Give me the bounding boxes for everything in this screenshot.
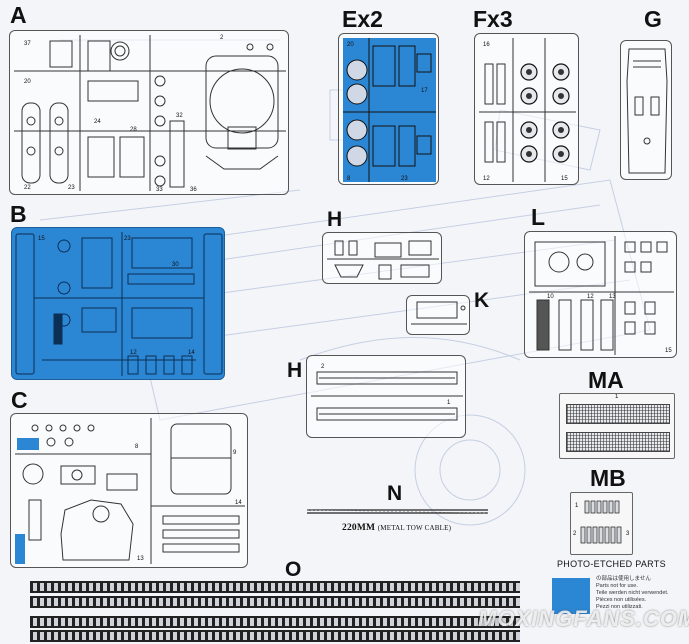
svg-text:33: 33 [156, 187, 163, 193]
svg-text:12: 12 [483, 176, 490, 182]
sprue-label-o: O [285, 558, 302, 581]
sprue-label-b: B [10, 201, 27, 227]
track-run-4 [30, 630, 520, 642]
svg-text:28: 28 [130, 127, 137, 133]
svg-text:20: 20 [347, 42, 354, 48]
sprue-h-bottom-parts: 21 [311, 364, 463, 421]
sprue-a-parts: 37 20 23 22 24 28 32 33 36 2 [14, 35, 286, 193]
svg-text:14: 14 [188, 350, 195, 356]
svg-text:23: 23 [401, 176, 408, 182]
svg-text:15: 15 [561, 176, 568, 182]
track-run-3 [30, 616, 520, 628]
svg-text:9: 9 [233, 450, 237, 456]
sprue-b-parts: 15 23 30 12 14 [15, 232, 223, 376]
svg-text:12: 12 [130, 350, 137, 356]
sprue-g [620, 40, 672, 180]
sprue-c-parts: 8 9 14 13 [15, 418, 245, 564]
svg-text:23: 23 [68, 185, 75, 191]
photo-etched-mb: 1 2 3 [570, 492, 633, 555]
svg-text:8: 8 [135, 444, 139, 450]
sprue-label-ma: MA [588, 367, 624, 393]
mb-part-number-3: 3 [626, 531, 630, 537]
svg-text:20: 20 [24, 79, 31, 85]
svg-text:14: 14 [235, 500, 242, 506]
sprue-label-g: G [644, 6, 662, 32]
svg-text:13: 13 [137, 556, 144, 562]
sprue-ex2: 20 17 23 8 [338, 33, 439, 185]
sprue-ex2-parts: 20 17 23 8 [343, 38, 436, 182]
tow-cable-description: (METAL TOW CABLE) [377, 524, 452, 532]
sprue-fx3: 16 12 15 [474, 33, 579, 185]
sprue-l: 10 12 13 15 [524, 231, 677, 358]
tow-cable-length: 220MM [342, 523, 376, 533]
svg-text:15: 15 [665, 348, 672, 354]
svg-text:17: 17 [421, 88, 428, 94]
sprue-label-l: L [531, 204, 546, 230]
sprue-a: 37 20 23 22 24 28 32 33 36 2 [9, 30, 289, 195]
svg-text:37: 37 [24, 41, 31, 47]
tow-cable-caption: 220MM (METAL TOW CABLE) [342, 523, 451, 533]
svg-text:16: 16 [483, 42, 490, 48]
sprue-c: 8 9 14 13 [10, 413, 248, 568]
sprue-label-mb: MB [590, 465, 626, 491]
svg-text:10: 10 [547, 294, 554, 300]
svg-text:24: 24 [94, 119, 101, 125]
sprue-label-h-bottom: H [287, 359, 303, 382]
sprue-l-parts: 10 12 13 15 [529, 236, 674, 355]
sprue-label-ex2: Ex2 [342, 6, 383, 32]
svg-text:36: 36 [190, 187, 197, 193]
svg-text:12: 12 [587, 294, 594, 300]
unused-parts-legend: の部品は使用しません Parts not for use. Teile werd… [596, 576, 668, 611]
legend-line-3: Teile werden nicht verwendet. [596, 590, 669, 596]
sprue-label-h-top: H [327, 208, 343, 231]
ma-part-number: 1 [615, 394, 619, 400]
sprue-h-top-parts [327, 240, 439, 280]
legend-line-4: Pièces non utilisées. [596, 597, 647, 603]
legend-line-1: の部品は使用しません [596, 576, 651, 582]
sprue-b: 15 23 30 12 14 [11, 227, 225, 380]
svg-text:8: 8 [347, 176, 351, 182]
track-run-1 [30, 581, 520, 593]
site-watermark: MOXINGFANS.COM [478, 606, 689, 631]
ma-mesh-upper [566, 404, 670, 424]
sprue-label-k: K [474, 289, 490, 312]
legend-line-2: Parts not for use. [596, 583, 638, 589]
svg-text:2: 2 [220, 35, 224, 41]
svg-text:13: 13 [609, 294, 616, 300]
track-run-2 [30, 596, 520, 608]
mb-part-number-2: 2 [573, 531, 577, 537]
sprue-k [406, 295, 470, 335]
svg-text:23: 23 [124, 236, 131, 242]
svg-text:22: 22 [24, 185, 31, 191]
sprue-g-parts [626, 48, 668, 174]
svg-text:15: 15 [38, 236, 45, 242]
legend-line-5: Pezzi non utilizzati. [596, 604, 643, 610]
unused-parts-legend-swatch [552, 578, 590, 614]
sprue-k-parts [411, 301, 467, 325]
photo-etched-ma: 1 [559, 393, 675, 459]
photo-etched-parts-label: PHOTO-ETCHED PARTS [557, 559, 666, 569]
mb-parts [580, 500, 622, 544]
svg-text:32: 32 [176, 113, 183, 119]
svg-text:1: 1 [447, 400, 451, 406]
sprue-label-fx3: Fx3 [473, 6, 513, 32]
sprue-label-a: A [10, 2, 27, 28]
sprue-label-n: N [387, 482, 403, 505]
mb-part-number-1: 1 [575, 503, 579, 509]
svg-text:2: 2 [321, 364, 325, 370]
sprue-fx3-parts: 16 12 15 [479, 38, 576, 182]
svg-text:30: 30 [172, 262, 179, 268]
sprue-h-top [322, 232, 442, 284]
sprue-label-c: C [11, 387, 28, 413]
ma-mesh-lower [566, 432, 670, 452]
tow-cable [306, 509, 489, 514]
